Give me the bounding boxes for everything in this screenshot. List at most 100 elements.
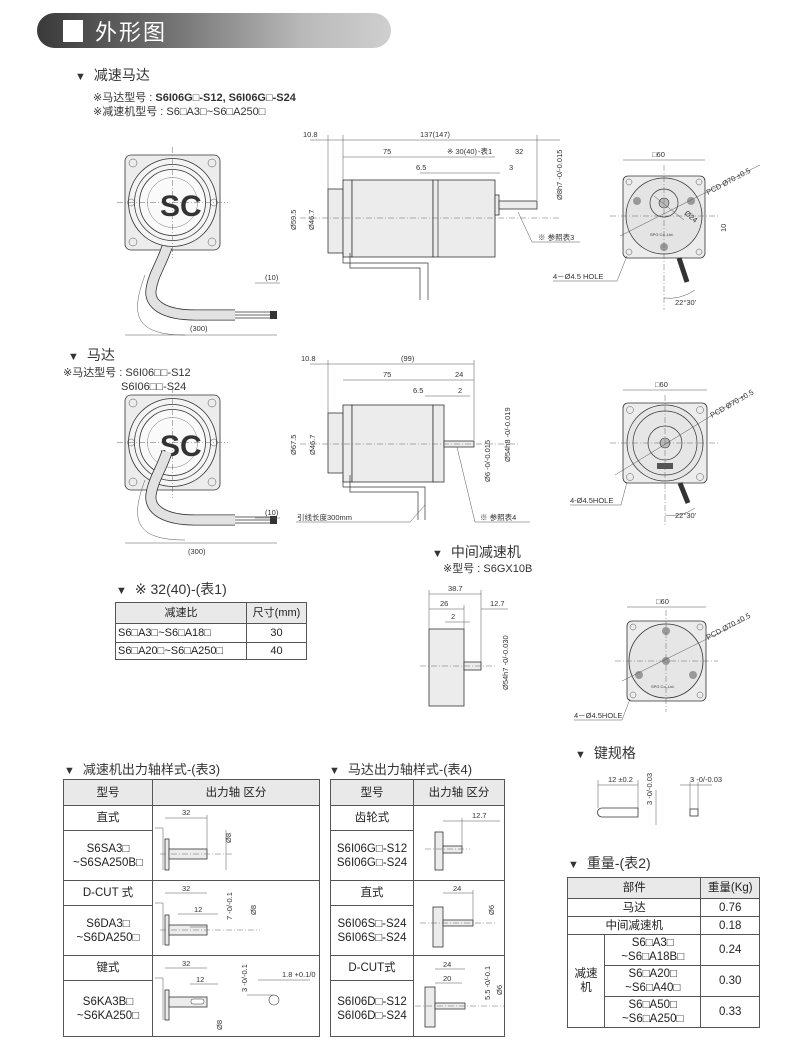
heading-key-spec: ▼ 键规格: [575, 743, 636, 763]
weight-cell: 0.33: [700, 996, 760, 1028]
shaft-drawing-cell: [152, 805, 320, 881]
triangle-icon: ▼: [68, 351, 79, 363]
dim-body-dia: Ø59.5: [289, 210, 298, 230]
table-header: 型号: [330, 779, 414, 806]
dim-cable-end: (10): [265, 508, 279, 517]
key-length: 12 ±0.2: [608, 775, 633, 784]
dim-total: (99): [401, 354, 415, 363]
model-line: ~S6□A250□: [621, 1013, 684, 1025]
model-line: ~S6KA250□: [76, 1009, 140, 1022]
shaft-type: 键式: [63, 955, 153, 981]
key-height: 3 -0/-0.03: [645, 773, 654, 805]
triangle-icon: ▼: [575, 749, 586, 761]
model-line: S6□A3□: [631, 937, 674, 949]
shaft-drawing-cell: [152, 955, 320, 1037]
heading-text: 减速机出力轴样式-(表3): [82, 762, 221, 777]
table-row: S6□A20□~S6□A40□0.30: [568, 965, 760, 997]
note-motor-model-line2: S6I06□□-S24: [121, 381, 187, 393]
dim-holes: 4－Ø4.5HOLE: [574, 711, 622, 720]
table-cell: S6□A3□~S6□A18□: [115, 623, 247, 643]
dim-pilot-dia: Ø54h8 -0/-0.019: [503, 407, 512, 462]
dim-step: 2: [451, 612, 455, 621]
dim-cable-end: (10): [265, 273, 279, 282]
heading-text: 键规格: [593, 745, 636, 761]
page-title: 外形图: [95, 19, 168, 45]
heading-geared-motor: ▼ 减速马达: [75, 65, 150, 85]
dim-cap: 10.8: [301, 354, 316, 363]
dim-cap-dia: Ø46.7: [308, 435, 317, 455]
group-label: 减速机: [567, 934, 605, 1028]
dim-pcd: PCD Ø70 ±0.5: [709, 388, 756, 420]
dim-cap: 10.8: [303, 130, 318, 139]
heading-table4: ▼马达出力轴样式-(表4): [329, 759, 472, 778]
dim-offset: 10: [719, 224, 728, 232]
table-cell: S6□A20□~S6□A250□: [115, 642, 247, 660]
dim-dia: Ø54h7 -0/-0.030: [501, 635, 510, 690]
model-line: ~S6□A40□: [625, 982, 681, 994]
dim-square: □60: [652, 150, 665, 159]
table-row: S6□A3□~S6□A18□30: [115, 623, 307, 643]
note-gear-model: ※减速机型号 : S6□A3□~S6□A250□: [93, 106, 266, 118]
heading-text: 重量-(表2): [586, 855, 651, 871]
dim-shaft-dia: Ø8h7 -0/-0.015: [555, 150, 564, 200]
model-line: S6SA3□: [86, 842, 130, 855]
dim-shaft-step: 3: [509, 163, 513, 172]
table-header: 型号: [63, 779, 153, 806]
dim-cable-length: (300): [188, 547, 206, 556]
heading-table1: ▼※ 32(40)-(表1): [116, 579, 227, 599]
dim-shaft: 32: [515, 147, 523, 156]
lead-length: 引线长度300mm: [297, 512, 352, 522]
model-line: S6I06S□-S24: [337, 931, 407, 944]
motor-end-view: □60 PCD Ø70 ±0.5 22°30' 4-Ø4.5HOLE: [570, 380, 755, 525]
model-line: S6I06G□-S12: [336, 842, 408, 855]
dim-pcd: PCD Ø70 ±0.5: [705, 166, 752, 197]
heading-intermediate: ▼中间减速机: [432, 542, 521, 562]
model-cell: S6KA3B□~S6KA250□: [63, 980, 153, 1037]
model-line: ~S6□A18B□: [621, 951, 685, 963]
triangle-icon: ▼: [75, 71, 86, 83]
intermediate-gearbox-side-view: 38.7 26 12.7 2 Ø54h7 -0/-0.030: [420, 584, 510, 707]
note-line1: S6I06□□-S12: [125, 367, 191, 379]
dim-shaft: 12.7: [490, 599, 505, 608]
dim-motor: 75: [383, 147, 391, 156]
dim-gear: ※ 30(40): [447, 147, 478, 156]
dim-hub: Ø24: [683, 209, 700, 225]
dim-flange: 6.5: [413, 386, 423, 395]
model-cell: S6DA3□~S6DA250□: [63, 905, 153, 956]
note-prefix: ※马达型号 :: [63, 367, 126, 379]
table-cell: 30: [246, 623, 307, 643]
dim-holes: 4－Ø4.5 HOLE: [553, 272, 603, 281]
model-line: S6□A50□: [628, 999, 677, 1011]
heading-text: 中间减速机: [450, 544, 521, 560]
model-line: S6I06S□-S24: [337, 917, 407, 930]
key-spec-drawing: 12 ±0.2 3 -0/-0.03 3 -0/-0.03: [597, 773, 722, 825]
key-width: 3 -0/-0.03: [690, 775, 722, 784]
dim-holes: 4-Ø4.5HOLE: [570, 496, 613, 505]
table-header: 部件: [566, 877, 702, 899]
table-header: 减速比: [115, 602, 247, 624]
square-icon: [63, 19, 83, 42]
heading-text: ※ 32(40)-(表1): [134, 581, 227, 597]
note-intermediate-model: ※型号 : S6GX10B: [443, 563, 533, 575]
heading-text: 马达: [86, 347, 115, 363]
sc-logo: SC: [160, 190, 202, 223]
maker-mark: SPG Co.,Ltd.: [651, 684, 675, 689]
maker-mark: SPG Co.,Ltd.: [650, 232, 674, 237]
shaft-drawing-cell: [152, 880, 320, 956]
geared-motor-end-view: □60 PCD Ø70 ±0.5 Ø24 10 SPG Co.,Ltd. 22°…: [553, 150, 761, 310]
weight-cell: 0.76: [700, 898, 760, 917]
weight-cell: 0.30: [700, 965, 760, 997]
model-line: S6I06D□-S24: [337, 1009, 407, 1022]
heading-text: 减速马达: [93, 67, 150, 83]
weight-cell: 0.18: [700, 916, 760, 935]
section-title-bar: 外形图: [37, 13, 391, 48]
motor-side-view: 10.8 (99) 75 24 6.5 2 Ø67.5 Ø46.7 Ø6 -0/…: [289, 354, 530, 523]
table1-reduction-ratio: 减速比尺寸(mm) S6□A3□~S6□A18□30 S6□A20□~S6□A2…: [115, 602, 307, 660]
model-cell: S6SA3□~S6SA250B□: [63, 830, 153, 881]
dim-square: □60: [655, 380, 668, 389]
